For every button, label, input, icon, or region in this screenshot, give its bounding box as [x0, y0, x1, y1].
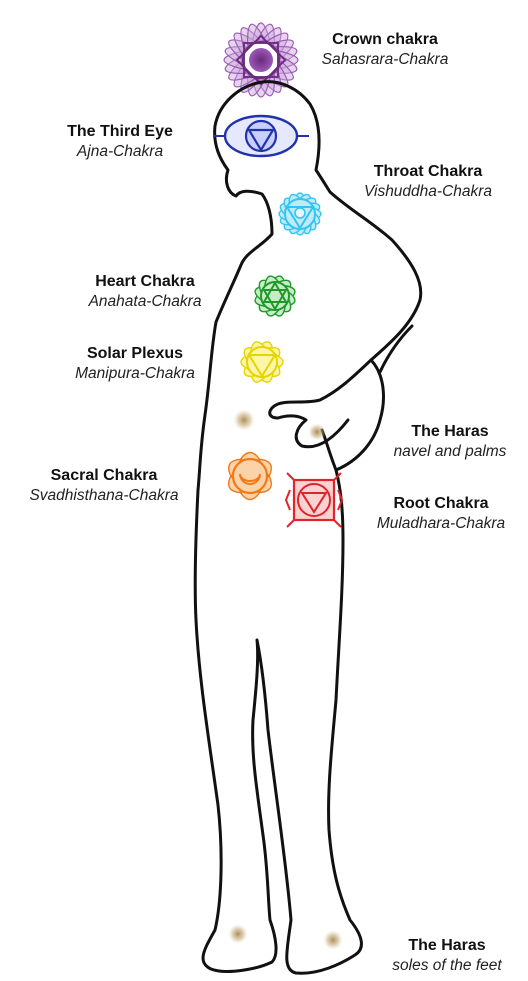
sacral-sub: Svadhisthana-Chakra [4, 486, 204, 506]
haras-feet-label: The Haras soles of the feet [372, 936, 522, 976]
root-name: Root Chakra [356, 494, 526, 514]
throat-name: Throat Chakra [338, 162, 518, 182]
root-sub: Muladhara-Chakra [356, 514, 526, 534]
root-label: Root Chakra Muladhara-Chakra [356, 494, 526, 534]
haras-navel-name: The Haras [375, 422, 525, 442]
third-eye-name: The Third Eye [40, 122, 200, 142]
haras-feet-sub: soles of the feet [372, 956, 522, 976]
heart-label: Heart Chakra Anahata-Chakra [55, 272, 235, 312]
heart-chakra-icon [253, 274, 296, 317]
heart-name: Heart Chakra [55, 272, 235, 292]
crown-sub: Sahasrara-Chakra [290, 50, 480, 70]
solar-name: Solar Plexus [45, 344, 225, 364]
third-eye-chakra-icon [213, 116, 309, 156]
root-chakra-icon [286, 473, 342, 527]
throat-chakra-icon [278, 192, 321, 235]
sacral-chakra-icon [225, 453, 276, 500]
haras-right-sole-dot [323, 930, 343, 950]
throat-sub: Vishuddha-Chakra [338, 182, 518, 202]
crown-name: Crown chakra [290, 30, 480, 50]
haras-navel-dot [233, 409, 255, 431]
solar-sub: Manipura-Chakra [45, 364, 225, 384]
haras-navel-sub: navel and palms [375, 442, 525, 462]
haras-palm-dot [308, 423, 326, 441]
heart-sub: Anahata-Chakra [55, 292, 235, 312]
throat-label: Throat Chakra Vishuddha-Chakra [338, 162, 518, 202]
third-eye-sub: Ajna-Chakra [40, 142, 200, 162]
solar-plexus-label: Solar Plexus Manipura-Chakra [45, 344, 225, 384]
haras-feet-name: The Haras [372, 936, 522, 956]
sacral-label: Sacral Chakra Svadhisthana-Chakra [4, 466, 204, 506]
haras-left-sole-dot [228, 924, 248, 944]
haras-navel-label: The Haras navel and palms [375, 422, 525, 462]
third-eye-label: The Third Eye Ajna-Chakra [40, 122, 200, 162]
sacral-name: Sacral Chakra [4, 466, 204, 486]
solar-plexus-chakra-icon [241, 340, 283, 384]
crown-label: Crown chakra Sahasrara-Chakra [290, 30, 480, 70]
